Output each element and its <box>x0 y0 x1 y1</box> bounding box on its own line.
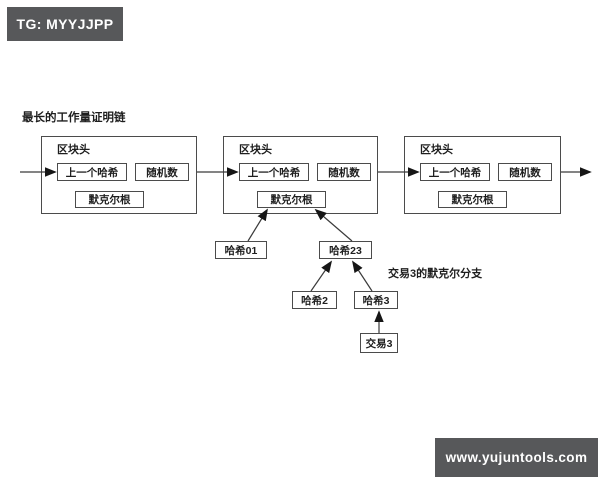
nonce-box: 随机数 <box>135 163 189 181</box>
block-header-box-2: 区块头 上一个哈希 随机数 默克尔根 <box>223 136 378 214</box>
arrow-hash2-to-hash23 <box>310 260 333 292</box>
block-header-title: 区块头 <box>420 144 453 156</box>
block-header-box-3: 区块头 上一个哈希 随机数 默克尔根 <box>404 136 561 214</box>
merkle-root-box: 默克尔根 <box>257 191 326 208</box>
merkle-branch-label: 交易3的默克尔分支 <box>388 268 483 280</box>
arrow-hash01-to-merkleroot <box>247 208 268 242</box>
merkle-root-box: 默克尔根 <box>438 191 507 208</box>
nonce-box: 随机数 <box>498 163 552 181</box>
nonce-box: 随机数 <box>317 163 371 181</box>
prev-hash-box: 上一个哈希 <box>57 163 127 181</box>
merkle-root-box: 默克尔根 <box>75 191 144 208</box>
tg-watermark-badge: TG: MYYJJPP <box>7 7 123 41</box>
hash2-box: 哈希2 <box>292 291 337 309</box>
site-watermark-badge: www.yujuntools.com <box>435 438 598 477</box>
block-header-box-1: 区块头 上一个哈希 随机数 默克尔根 <box>41 136 197 214</box>
prev-hash-box: 上一个哈希 <box>420 163 490 181</box>
arrow-hash23-to-merkleroot <box>314 208 353 242</box>
transaction3-box: 交易3 <box>360 333 398 353</box>
hash23-box: 哈希23 <box>319 241 372 259</box>
block-header-title: 区块头 <box>239 144 272 156</box>
hash3-box: 哈希3 <box>354 291 398 309</box>
longest-chain-label: 最长的工作量证明链 <box>22 112 126 124</box>
prev-hash-box: 上一个哈希 <box>239 163 309 181</box>
block-header-title: 区块头 <box>57 144 90 156</box>
arrow-hash3-to-hash23 <box>352 260 373 292</box>
hash01-box: 哈希01 <box>215 241 267 259</box>
